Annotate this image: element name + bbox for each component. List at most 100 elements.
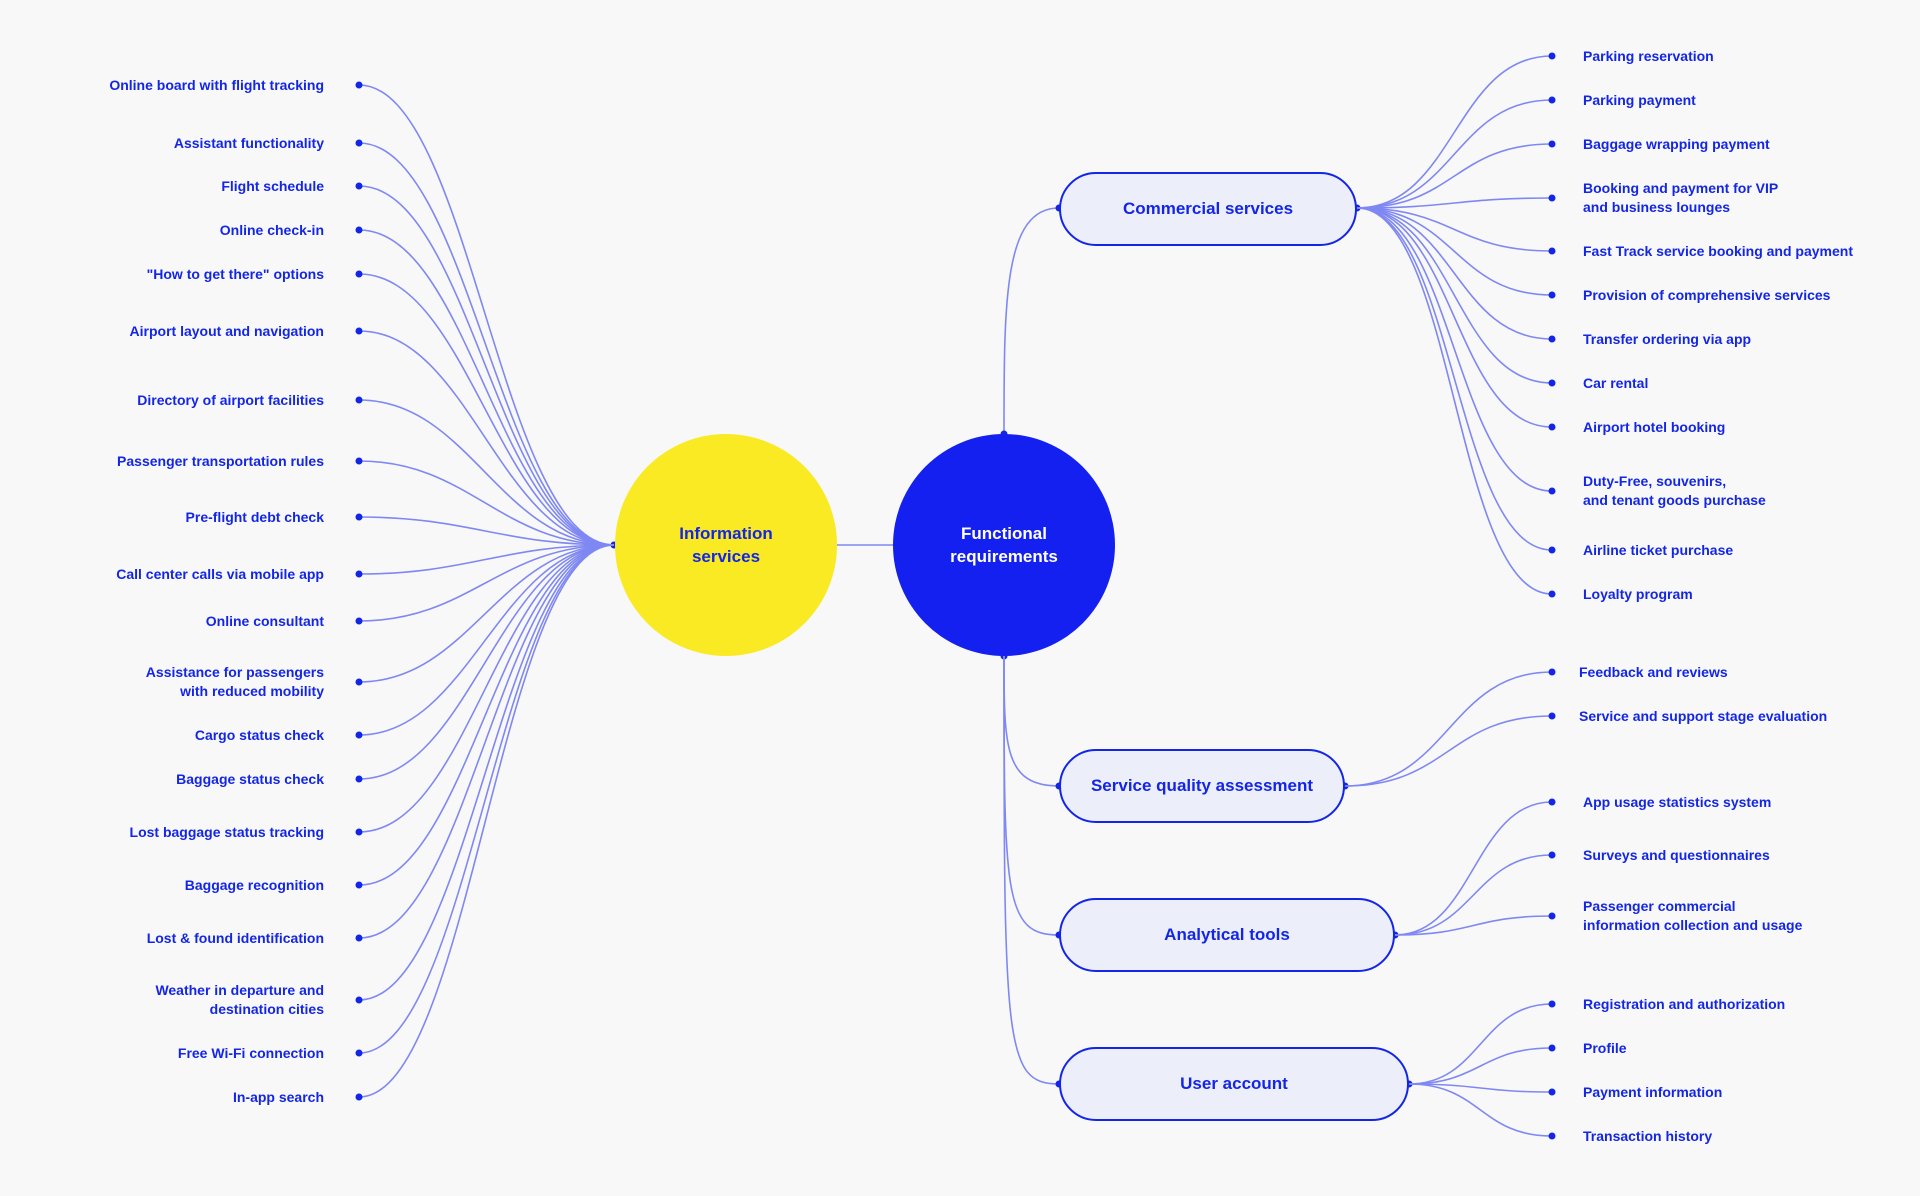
leaf-dot-pre-flight-debt-check [355,513,363,521]
leaf-dot-weather-in-departure-and-destination-cities [355,996,363,1004]
leaf-label-online-check-in: Online check-in [219,221,324,238]
link-surveys-and-questionnaires [1394,854,1553,936]
leaf-dot-payment-information [1548,1088,1556,1096]
leaf-label-online-board-with-flight-tracking: Online board with flight tracking [109,76,324,93]
leaf-label-lost-baggage-status-tracking: Lost baggage status tracking [129,823,324,840]
leaf-label-car-rental: Car rental [1583,374,1649,391]
leaf-label-booking-and-payment-for-vip-and-business-lounges: Booking and payment for VIP and business… [1583,180,1779,215]
leaf-label-baggage-status-check: Baggage status check [176,770,324,787]
leaf-label-airport-layout-and-navigation: Airport layout and navigation [129,322,324,339]
link-car-rental [1356,207,1553,384]
leaf-dot-online-board-with-flight-tracking [355,81,363,89]
leaf-dot-in-app-search [355,1093,363,1101]
information-services-node: Information services [615,434,837,656]
leaf-dot-call-center-calls-via-mobile-app [355,570,363,578]
leaf-dot-loyalty-program [1548,590,1556,598]
leaf-label-weather-in-departure-and-destination-cities: Weather in departure and destination cit… [155,982,324,1017]
link-online-consultant [358,544,615,622]
leaf-dot-directory-of-airport-facilities [355,396,363,404]
link-lost-found-identification [358,544,615,939]
leaf-label-pre-flight-debt-check: Pre-flight debt check [185,508,324,525]
link-profile [1408,1047,1553,1085]
link-duty-free-souvenirs-and-tenant-goods-purchase [1356,207,1553,492]
leaf-dot-profile [1548,1044,1556,1052]
leaf-dot-baggage-wrapping-payment [1548,140,1556,148]
leaf-label-transfer-ordering-via-app: Transfer ordering via app [1583,330,1752,347]
link-baggage-wrapping-payment [1356,143,1553,209]
leaf-dot-booking-and-payment-for-vip-and-business-lounges [1548,194,1556,202]
leaf-dot-free-wi-fi-connection [355,1049,363,1057]
link-directory-of-airport-facilities [358,399,615,546]
leaf-label-provision-of-comprehensive-services: Provision of comprehensive services [1583,286,1831,303]
leaf-label-in-app-search: In-app search [232,1088,324,1105]
leaf-dot-parking-payment [1548,96,1556,104]
leaf-label-assistant-functionality: Assistant functionality [173,134,324,151]
link-service-and-support-stage-evaluation [1344,715,1553,787]
link-app-usage-statistics-system [1394,801,1553,936]
leaf-label-fast-track-service-booking-and-payment: Fast Track service booking and payment [1583,242,1853,259]
leaf-label-surveys-and-questionnaires: Surveys and questionnaires [1583,846,1770,863]
leaf-label-cargo-status-check: Cargo status check [194,726,324,743]
link-transfer-ordering-via-app [1356,207,1553,340]
leaf-dot-app-usage-statistics-system [1548,798,1556,806]
link-parking-reservation [1356,55,1553,209]
leaf-label-payment-information: Payment information [1583,1083,1723,1100]
trunk-service-quality-assessment [1003,655,1060,787]
leaf-dot-online-check-in [355,226,363,234]
leaf-label-call-center-calls-via-mobile-app: Call center calls via mobile app [116,565,324,582]
leaf-label-lost-found-identification: Lost & found identification [146,929,324,946]
link-in-app-search [358,544,615,1098]
leaf-dot-service-and-support-stage-evaluation [1548,712,1556,720]
analytical-tools-node: Analytical tools [1059,898,1395,972]
leaf-dot-cargo-status-check [355,731,363,739]
link-airport-hotel-booking [1356,207,1553,428]
leaf-label-assistance-for-passengers-with-reduced-mobility: Assistance for passengers with reduced m… [145,664,324,699]
leaf-dot-transfer-ordering-via-app [1548,335,1556,343]
link-pre-flight-debt-check [358,516,615,546]
leaf-label-baggage-wrapping-payment: Baggage wrapping payment [1583,135,1770,152]
leaf-dot-how-to-get-there-options [355,270,363,278]
leaf-label-passenger-commercial-information-collection-and-usage: Passenger commercial information collect… [1583,898,1803,933]
leaf-dot-passenger-transportation-rules [355,457,363,465]
leaf-dot-surveys-and-questionnaires [1548,851,1556,859]
link-baggage-recognition [358,544,615,886]
leaf-dot-airline-ticket-purchase [1548,546,1556,554]
link-airport-layout-and-navigation [358,330,615,546]
leaf-dot-car-rental [1548,379,1556,387]
link-cargo-status-check [358,544,615,736]
link-free-wi-fi-connection [358,544,615,1054]
trunk-user-account [1003,655,1060,1085]
link-payment-information [1408,1083,1553,1093]
leaf-label-loyalty-program: Loyalty program [1583,585,1693,602]
link-registration-and-authorization [1408,1003,1553,1085]
leaf-label-duty-free-souvenirs-and-tenant-goods-purchase: Duty-Free, souvenirs, and tenant goods p… [1583,473,1766,508]
leaf-label-profile: Profile [1583,1039,1627,1056]
leaf-dot-registration-and-authorization [1548,1000,1556,1008]
leaf-dot-lost-found-identification [355,934,363,942]
leaf-dot-lost-baggage-status-tracking [355,828,363,836]
leaf-label-baggage-recognition: Baggage recognition [184,876,324,893]
link-passenger-transportation-rules [358,460,615,546]
link-assistance-for-passengers-with-reduced-mobility [358,544,615,683]
link-how-to-get-there-options [358,273,615,546]
link-feedback-and-reviews [1344,671,1553,787]
leaf-label-how-to-get-there-options: "How to get there" options [146,265,324,282]
link-airline-ticket-purchase [1356,207,1553,551]
link-loyalty-program [1356,207,1553,595]
leaf-dot-airport-layout-and-navigation [355,327,363,335]
commercial-services-node: Commercial services [1059,172,1357,246]
leaf-dot-feedback-and-reviews [1548,668,1556,676]
leaf-label-passenger-transportation-rules: Passenger transportation rules [117,452,324,469]
leaf-label-feedback-and-reviews: Feedback and reviews [1579,663,1728,680]
link-booking-and-payment-for-vip-and-business-lounges [1356,197,1553,209]
leaf-dot-duty-free-souvenirs-and-tenant-goods-purchase [1548,487,1556,495]
link-flight-schedule [358,185,615,546]
leaf-dot-baggage-recognition [355,881,363,889]
leaf-dot-passenger-commercial-information-collection-and-usage [1548,912,1556,920]
leaf-dot-parking-reservation [1548,52,1556,60]
user-account-node: User account [1059,1047,1409,1121]
leaf-label-parking-reservation: Parking reservation [1583,47,1714,64]
leaf-label-free-wi-fi-connection: Free Wi-Fi connection [177,1044,324,1061]
leaf-dot-fast-track-service-booking-and-payment [1548,247,1556,255]
